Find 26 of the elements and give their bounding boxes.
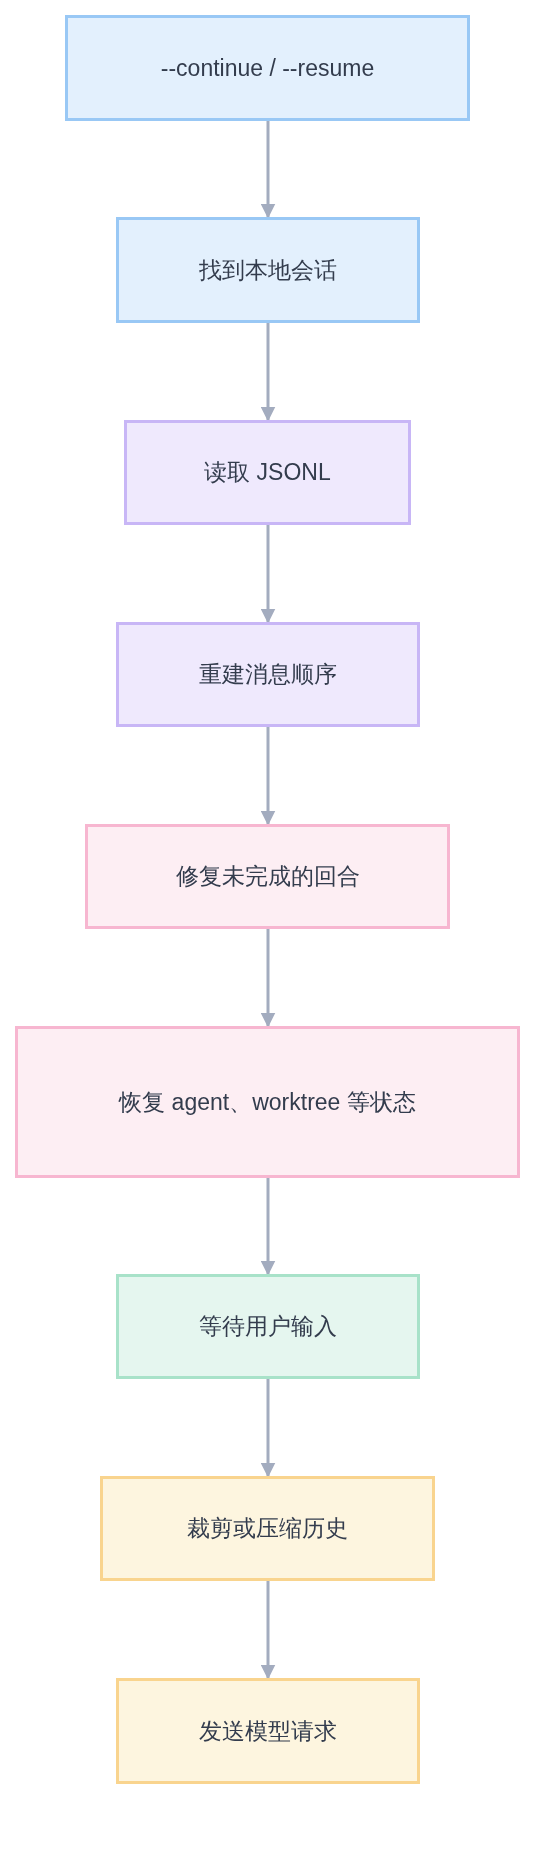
process-box xyxy=(65,15,470,121)
process-box xyxy=(15,1026,520,1178)
box-label: 恢复 agent、worktree 等状态 xyxy=(119,1087,416,1117)
arrow xyxy=(260,323,276,422)
box-label: 发送模型请求 xyxy=(199,1716,337,1746)
arrow xyxy=(260,1178,276,1276)
arrow xyxy=(260,525,276,624)
process-box xyxy=(116,1274,420,1379)
arrow xyxy=(260,929,276,1028)
process-box xyxy=(116,217,420,323)
arrow xyxy=(260,121,276,219)
process-box xyxy=(116,622,420,727)
process-box xyxy=(116,1678,420,1784)
process-box xyxy=(85,824,450,929)
process-box xyxy=(100,1476,435,1581)
process-box xyxy=(124,420,411,525)
arrow xyxy=(260,1581,276,1680)
box-label: 等待用户输入 xyxy=(199,1312,337,1342)
box-label: 重建消息顺序 xyxy=(199,660,337,690)
box-label: 读取 JSONL xyxy=(204,458,331,488)
arrow xyxy=(260,1379,276,1478)
box-label: 裁剪或压缩历史 xyxy=(187,1514,348,1544)
arrow xyxy=(260,727,276,826)
box-label: --continue / --resume xyxy=(160,53,375,83)
box-label: 找到本地会话 xyxy=(199,255,337,285)
box-label: 修复未完成的回合 xyxy=(175,862,360,892)
